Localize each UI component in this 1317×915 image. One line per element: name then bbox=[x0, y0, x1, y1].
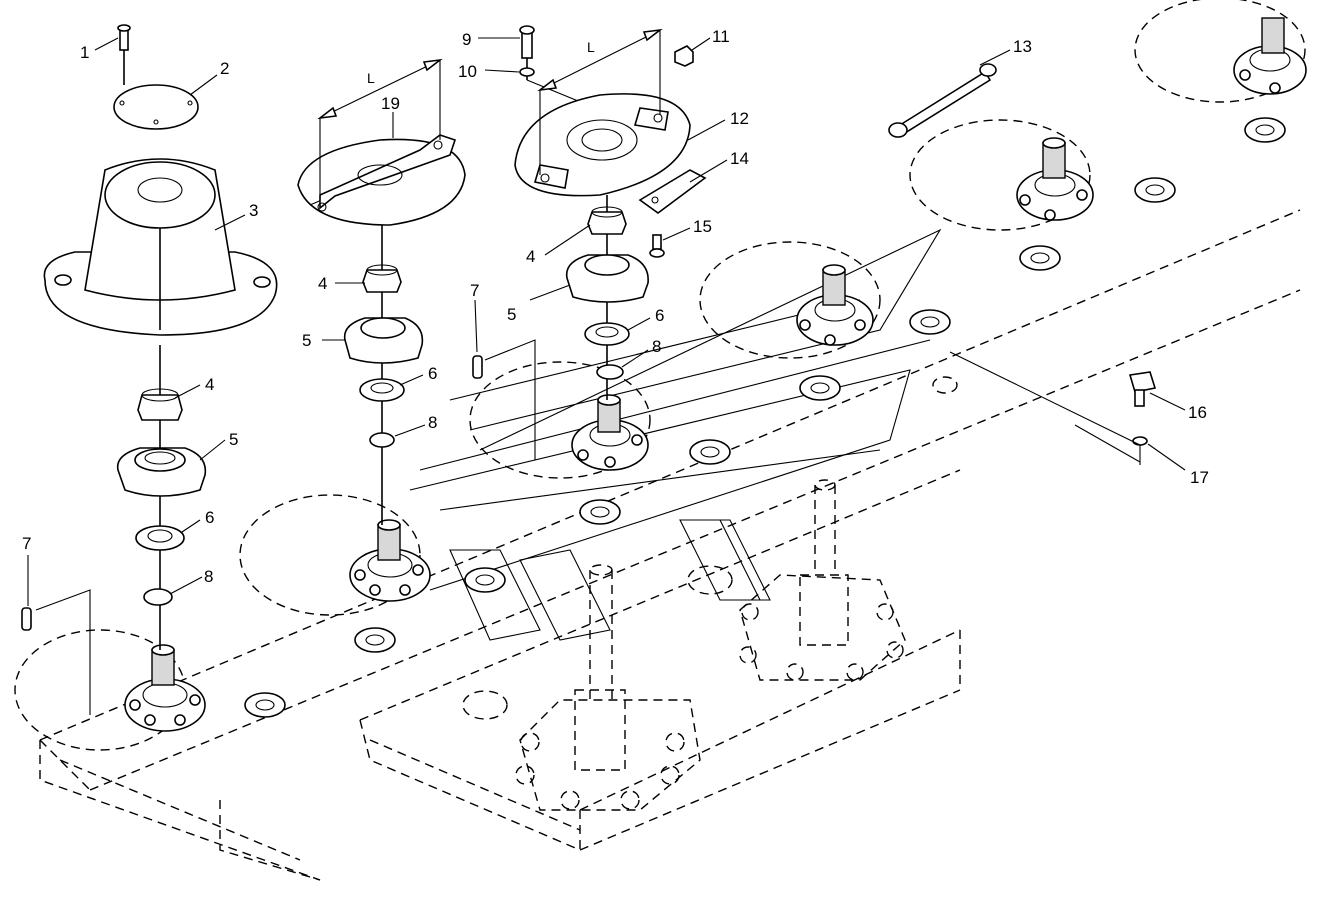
callout-5: 5 bbox=[507, 305, 516, 324]
callout-13: 13 bbox=[1013, 37, 1032, 56]
ring-8 bbox=[596, 364, 624, 380]
callout-15: 15 bbox=[693, 217, 712, 236]
callout-5: 5 bbox=[302, 331, 311, 350]
washer-6 bbox=[359, 378, 405, 402]
nut-4 bbox=[587, 211, 627, 235]
callout-7: 7 bbox=[470, 281, 479, 300]
callout-17: 17 bbox=[1190, 468, 1209, 487]
dimension-l-left bbox=[317, 58, 443, 200]
cutter-bar-outline bbox=[14, 0, 1306, 881]
washer-6 bbox=[135, 525, 185, 551]
callout-6: 6 bbox=[205, 508, 214, 527]
gearbox-housing-front bbox=[515, 564, 701, 811]
bearing-hub-6 bbox=[1233, 17, 1307, 95]
callout-9: 9 bbox=[462, 30, 471, 49]
bearing-hub-2 bbox=[349, 519, 431, 602]
ring-8 bbox=[143, 588, 173, 606]
gearbox-housing-rear bbox=[739, 479, 906, 681]
drive-path-lines bbox=[409, 228, 942, 641]
leader-lines bbox=[27, 37, 1186, 606]
bolt-16-group bbox=[949, 351, 1157, 465]
dimension-label-left: L bbox=[367, 70, 375, 86]
bearing-hub-4 bbox=[796, 264, 874, 346]
disc-19 bbox=[297, 134, 466, 226]
callout-6: 6 bbox=[655, 306, 664, 325]
stack-middle-left bbox=[297, 134, 536, 525]
callout-labels: 1 2 3 4 5 6 8 7 7 5 4 6 8 19 9 10 11 12 … bbox=[22, 27, 1209, 586]
bearing-hub-5 bbox=[1016, 137, 1094, 221]
callout-6: 6 bbox=[428, 364, 437, 383]
bearing-hub-1 bbox=[124, 644, 206, 732]
drum-3 bbox=[43, 158, 278, 336]
callout-19: 19 bbox=[381, 94, 400, 113]
wrench-13 bbox=[888, 63, 997, 138]
callout-8: 8 bbox=[652, 337, 661, 356]
callout-8: 8 bbox=[428, 413, 437, 432]
disc-12 bbox=[514, 93, 691, 197]
stack-left bbox=[21, 24, 278, 715]
dimension-label-right: L bbox=[587, 39, 595, 55]
callout-11: 11 bbox=[712, 27, 730, 46]
callout-2: 2 bbox=[220, 59, 229, 78]
nut-4 bbox=[362, 269, 402, 293]
washer-10 bbox=[519, 67, 535, 77]
callout-10: 10 bbox=[458, 62, 477, 81]
callout-4: 4 bbox=[318, 274, 327, 293]
callout-1: 1 bbox=[80, 43, 89, 62]
nut-11 bbox=[674, 45, 694, 67]
bolt-9 bbox=[521, 31, 533, 59]
dimension-l-right bbox=[537, 28, 663, 175]
nut-4 bbox=[137, 394, 183, 421]
callout-7: 7 bbox=[22, 534, 31, 553]
callout-8: 8 bbox=[204, 567, 213, 586]
bar-washers bbox=[244, 117, 1286, 720]
ring-8 bbox=[369, 432, 395, 448]
stack-middle-right bbox=[514, 25, 707, 400]
washer-6 bbox=[584, 322, 630, 346]
washer-17 bbox=[1132, 436, 1148, 446]
pin-7 bbox=[472, 355, 483, 379]
callout-16: 16 bbox=[1188, 403, 1207, 422]
callout-14: 14 bbox=[730, 149, 749, 168]
callout-3: 3 bbox=[249, 201, 258, 220]
pin-7 bbox=[21, 607, 32, 631]
bearing-hub-3 bbox=[571, 394, 649, 471]
cover-plate-2 bbox=[113, 84, 199, 130]
callout-4: 4 bbox=[526, 247, 535, 266]
bolt-15 bbox=[652, 234, 662, 250]
callout-12: 12 bbox=[730, 109, 749, 128]
callout-4: 4 bbox=[205, 375, 214, 394]
callout-5: 5 bbox=[229, 430, 238, 449]
